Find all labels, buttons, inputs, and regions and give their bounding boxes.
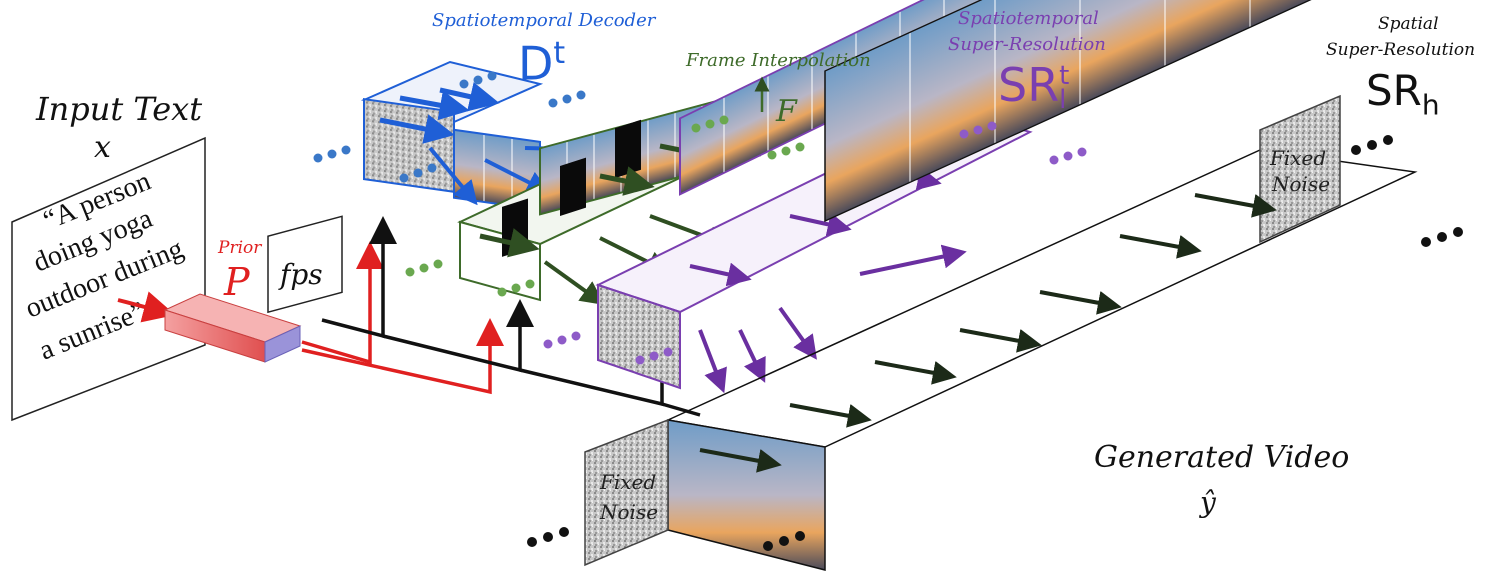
output-symbol: ŷ bbox=[1200, 486, 1216, 519]
decoder-label: Spatiotemporal Decoder bbox=[432, 10, 656, 31]
input-text-panel bbox=[11, 136, 206, 422]
prior-symbol: P bbox=[224, 260, 250, 304]
noise-label-bottom-1: Fixed bbox=[600, 470, 657, 494]
dots-green-top bbox=[691, 115, 729, 133]
sr-l-sup: t bbox=[1059, 61, 1070, 92]
interp-symbol: F bbox=[776, 94, 797, 129]
decoder-symbol: Dt bbox=[518, 36, 565, 90]
decoder-symbol-base: D bbox=[518, 36, 554, 91]
sr-l-base: SR bbox=[998, 58, 1060, 112]
output-label: Generated Video bbox=[1094, 440, 1350, 475]
dots-purple-bottom bbox=[635, 347, 673, 365]
output-block bbox=[584, 0, 1418, 571]
dots-green-left bbox=[405, 259, 443, 277]
sr-l-label-1: Spatiotemporal bbox=[958, 8, 1099, 29]
input-var: x bbox=[94, 130, 111, 165]
dots-green-bottom bbox=[497, 279, 535, 297]
fps-box bbox=[267, 215, 343, 314]
prior-label: Prior bbox=[218, 238, 262, 258]
prior-block bbox=[163, 293, 302, 363]
noise-label-bottom-2: Noise bbox=[600, 500, 659, 524]
dots-black-left bbox=[527, 527, 569, 547]
dots-black-right bbox=[1421, 227, 1463, 247]
noise-label-top-2: Noise bbox=[1272, 172, 1331, 196]
dots-blue-right bbox=[548, 90, 586, 108]
interp-label: Frame Interpolation bbox=[686, 50, 871, 71]
sr-h-label-2: Super-Resolution bbox=[1326, 40, 1476, 60]
noise-label-top-1: Fixed bbox=[1270, 146, 1327, 170]
sr-l-label-2: Super-Resolution bbox=[948, 34, 1106, 55]
sr-h-base: SR bbox=[1366, 66, 1422, 115]
dots-purple-top bbox=[959, 121, 997, 139]
sr-h-sub: h bbox=[1421, 88, 1440, 122]
dots-blue-left bbox=[313, 145, 351, 163]
dots-green-right bbox=[767, 142, 805, 160]
sr-h-symbol: SRh bbox=[1366, 66, 1440, 121]
decoder-symbol-sup: t bbox=[553, 36, 566, 71]
dots-black-bottom bbox=[763, 531, 805, 551]
dots-black-topright bbox=[1351, 135, 1393, 155]
dots-blue-top bbox=[459, 71, 497, 89]
sr-l-sub: l bbox=[1059, 84, 1067, 115]
sr-h-label-1: Spatial bbox=[1378, 14, 1439, 34]
input-heading: Input Text bbox=[36, 90, 203, 128]
dots-blue-bottom bbox=[399, 163, 437, 183]
input-to-prior-arrow bbox=[117, 291, 176, 323]
fps-label: fps bbox=[280, 258, 323, 291]
dots-purple-left bbox=[543, 331, 581, 349]
dots-purple-right bbox=[1049, 147, 1087, 165]
